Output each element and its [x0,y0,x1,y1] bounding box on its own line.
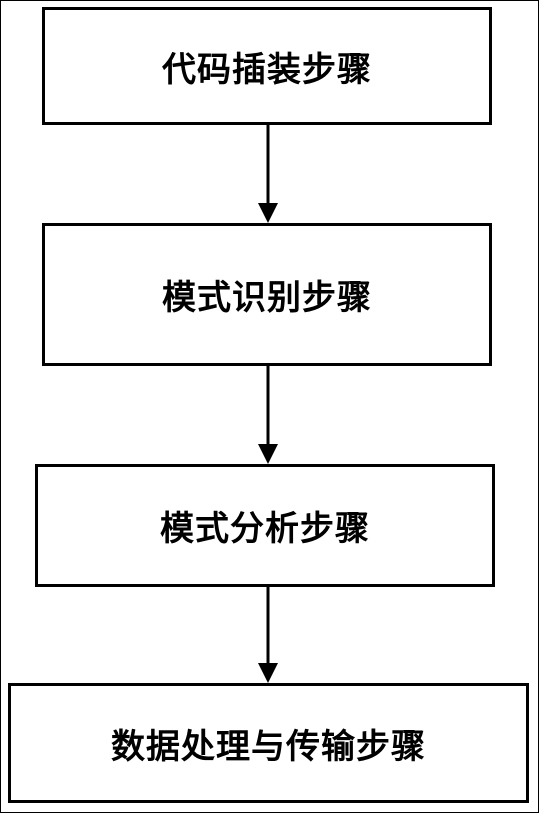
step-label-pattern-recognition: 模式识别步骤 [162,278,372,318]
step-label-code-instrumentation: 代码插装步骤 [162,49,372,90]
step-box-data-processing-transmission: 数据处理与传输步骤 [8,683,529,803]
step-box-pattern-recognition: 模式识别步骤 [42,223,492,366]
step-box-pattern-analysis: 模式分析步骤 [35,464,495,587]
step-box-code-instrumentation: 代码插装步骤 [42,7,492,125]
step-label-data-processing-transmission: 数据处理与传输步骤 [111,726,426,767]
step-label-pattern-analysis: 模式分析步骤 [160,509,370,549]
